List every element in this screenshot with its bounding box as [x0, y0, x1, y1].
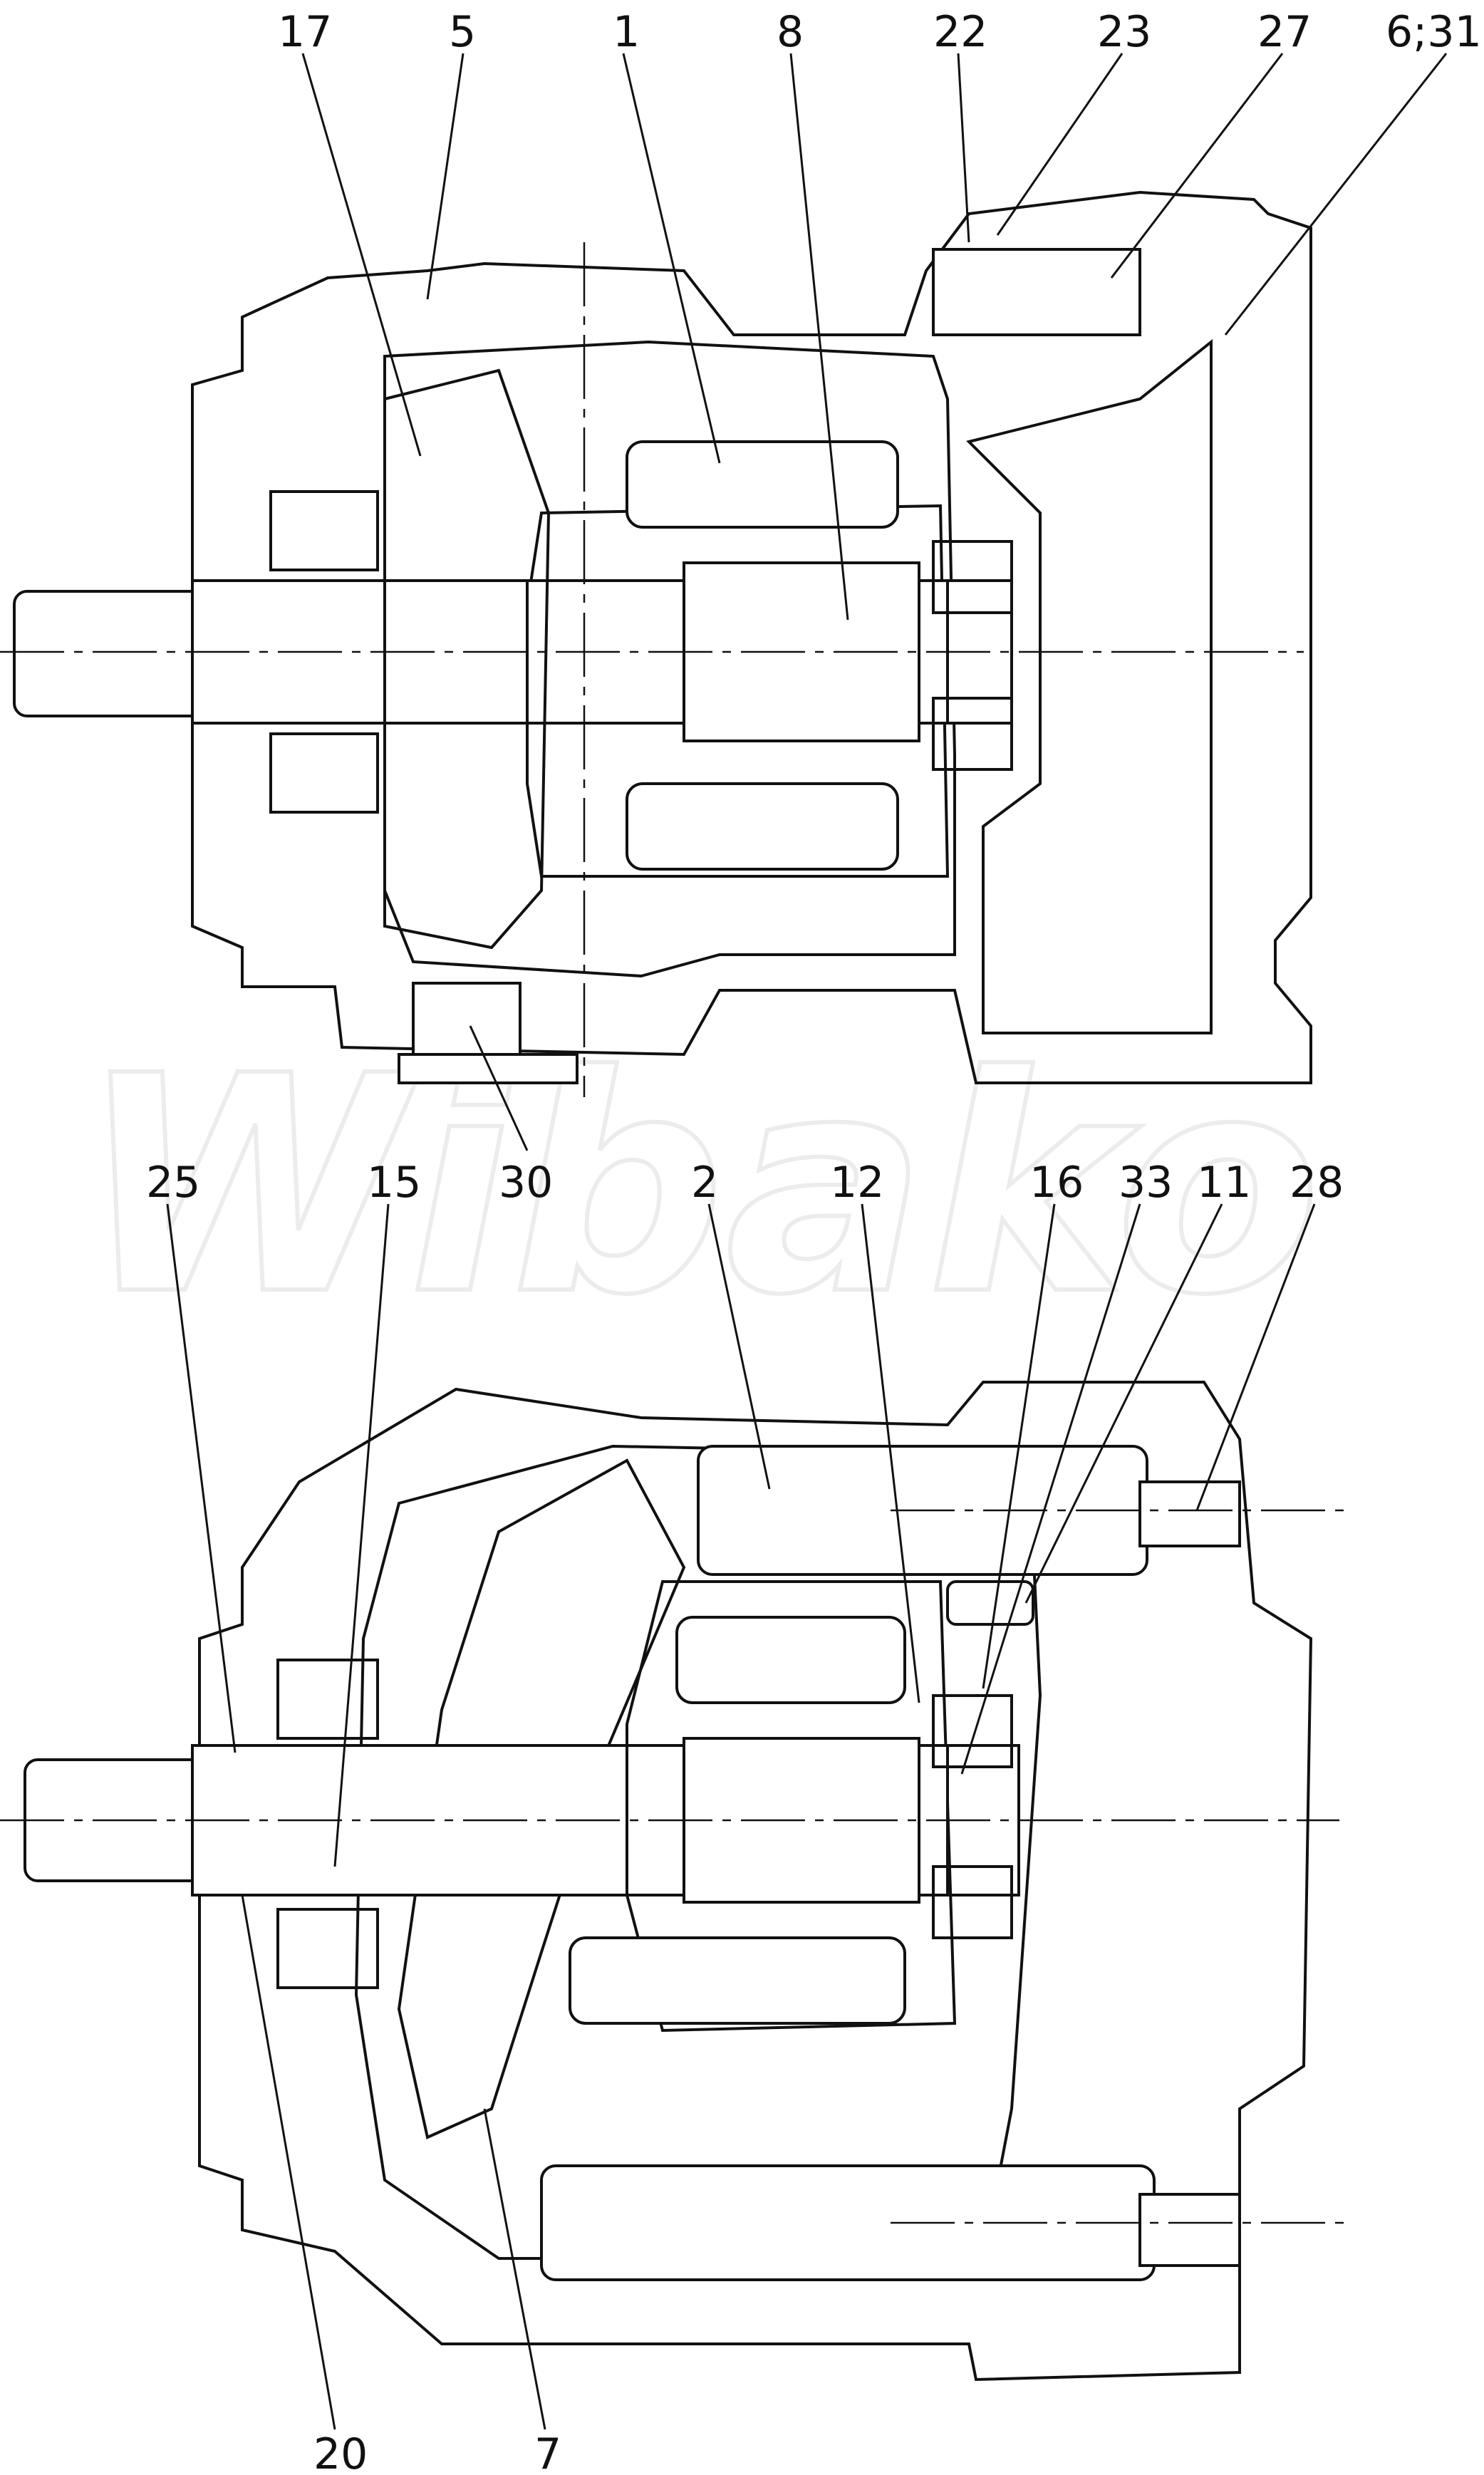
bottom-housing [198, 1381, 1313, 2382]
top-screw [932, 248, 1141, 336]
top-bearing-left [269, 490, 379, 571]
top-bearing-left-lower [269, 732, 379, 814]
callout-23: 23 [1097, 7, 1151, 57]
callout-1: 1 [613, 7, 640, 57]
top-piston-upper [626, 440, 899, 529]
callout-22: 22 [933, 7, 987, 57]
callout-12: 12 [830, 1158, 884, 1208]
top-drive-shaft-stub [13, 590, 208, 717]
callout-6-31: 6;31 [1386, 7, 1482, 57]
top-swashplate [383, 368, 551, 950]
callout-30-top: 30 [499, 1158, 553, 1208]
callout-5: 5 [449, 7, 476, 57]
bottom-adjust-screw-upper [1138, 1480, 1241, 1547]
callout-11: 11 [1197, 1158, 1251, 1208]
bottom-leader-lines [166, 1203, 1316, 2430]
callout-20: 20 [313, 2429, 368, 2475]
bottom-piston-upper [675, 1616, 906, 1704]
top-end-cover [966, 338, 1213, 1034]
bottom-adjust-screw-lower [1138, 2193, 1241, 2267]
bottom-bearing-right-lower [932, 1865, 1013, 1939]
top-bearing-right-lower [932, 697, 1013, 771]
bottom-bearing-left-lower [276, 1908, 379, 1989]
bottom-bearing-right [932, 1694, 1013, 1768]
callout-17: 17 [278, 7, 332, 57]
callout-2: 2 [691, 1158, 718, 1208]
bottom-piston-lower [569, 1936, 906, 2025]
callout-15: 15 [367, 1158, 421, 1208]
bottom-cylinder-block [626, 1580, 957, 2033]
callout-8: 8 [777, 7, 804, 57]
callout-16: 16 [1029, 1158, 1084, 1208]
top-piston-lower [626, 782, 899, 871]
top-bearing-right [932, 540, 1013, 614]
top-leader-lines [301, 53, 1448, 1151]
callout-28: 28 [1290, 1158, 1344, 1208]
bottom-bearing-left [276, 1659, 379, 1740]
bottom-section-view: 25 15 2 12 16 33 11 28 20 7 [0, 1158, 1354, 2475]
watermark-logo: Wibako [78, 1012, 1321, 1361]
callout-33: 33 [1119, 1158, 1173, 1208]
top-housing [191, 190, 1312, 1084]
callout-7: 7 [534, 2429, 561, 2475]
top-section-view: 17 5 1 8 22 23 27 6;31 30 [0, 7, 1482, 1208]
callout-27: 27 [1257, 7, 1312, 57]
top-port-flange [398, 1053, 578, 1084]
callout-25: 25 [146, 1158, 200, 1208]
